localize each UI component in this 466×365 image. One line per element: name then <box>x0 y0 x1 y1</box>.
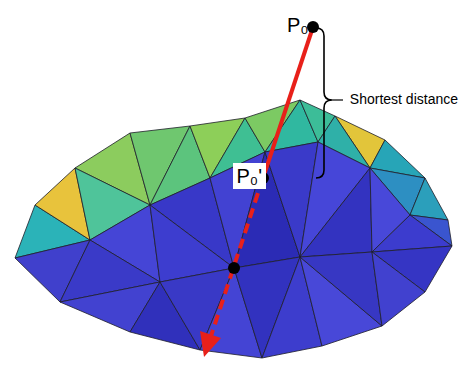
mesh-facet <box>410 178 448 220</box>
leader-line <box>332 99 343 100</box>
bracket-label: Shortest distance <box>346 90 462 109</box>
ray-solid <box>263 27 313 178</box>
ray-dashed <box>211 178 263 336</box>
mesh-facet <box>300 252 382 326</box>
polyhedral-mesh <box>15 100 452 358</box>
point-dot <box>228 262 240 274</box>
mesh-facet <box>372 215 452 252</box>
point-label: P₀' <box>233 163 266 189</box>
mesh-facet <box>372 252 425 326</box>
distance-bracket <box>316 28 332 178</box>
mesh-facet <box>300 168 372 257</box>
arrow-head <box>200 331 221 357</box>
point-dot <box>307 21 319 33</box>
point-label: P₀ <box>287 14 309 36</box>
